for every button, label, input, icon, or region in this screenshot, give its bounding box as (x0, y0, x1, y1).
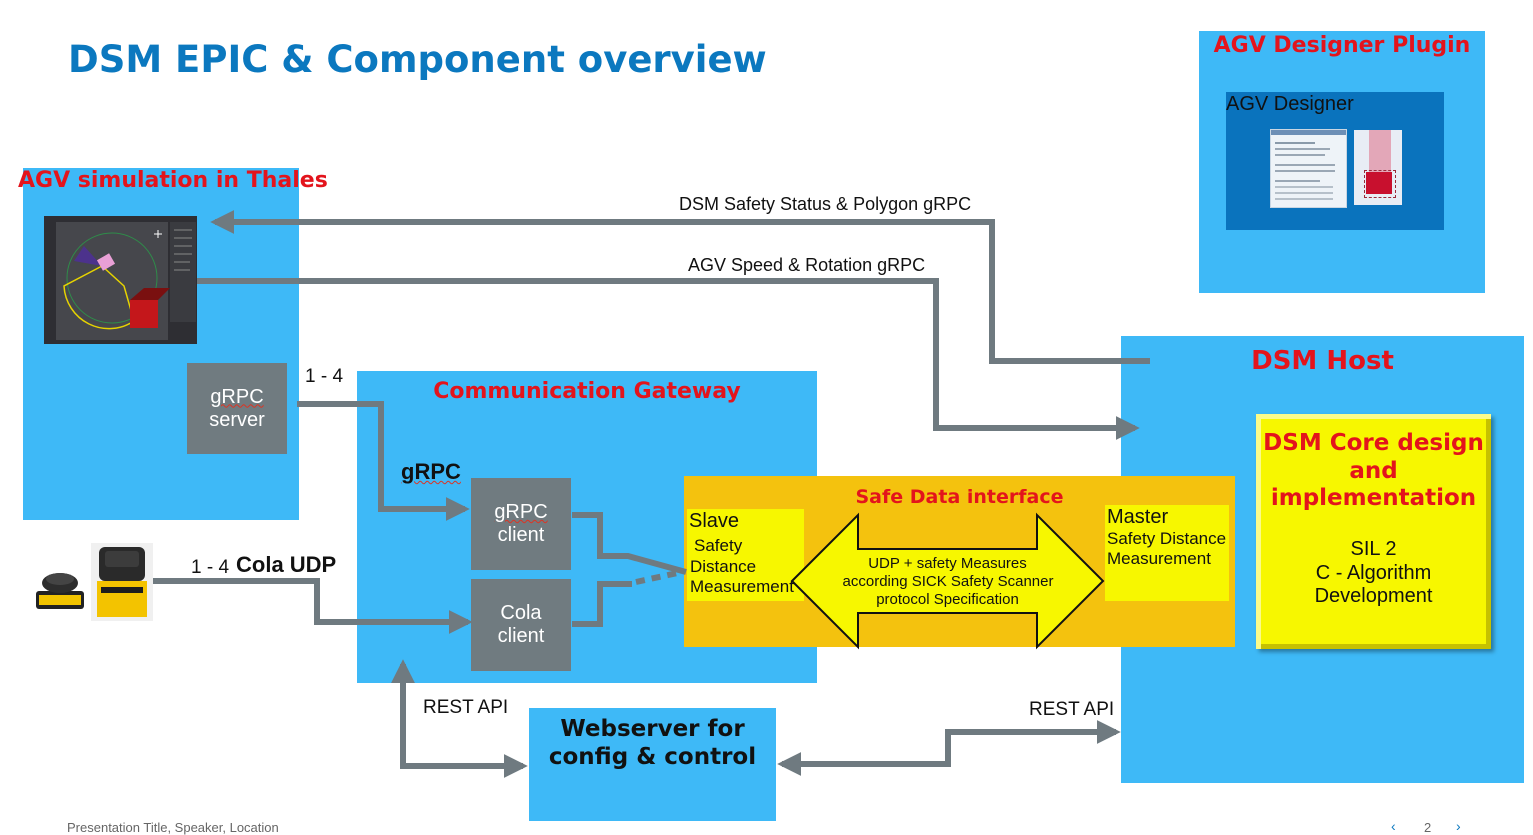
dsm-core-box (1256, 414, 1491, 649)
cola-client-to-slave-line (572, 581, 632, 627)
safety-status-label: DSM Safety Status & Polygon gRPC (679, 194, 971, 215)
cola-count-label: 1 - 4 (191, 557, 230, 578)
speed-rotation-arrow (197, 278, 1140, 440)
grpc-server-box: gRPC server (187, 363, 287, 454)
dsm-core-text-3: Development (1314, 585, 1433, 607)
dsm-core-text-2: C - Algorithm (1315, 562, 1432, 584)
master-box (1105, 505, 1229, 601)
footer-text: Presentation Title, Speaker, Location (67, 820, 279, 835)
udp-double-arrow (790, 512, 1105, 650)
rest-api-right-label: REST API (1029, 699, 1115, 720)
agv-simulation-title: AGV simulation in Thales (18, 168, 328, 193)
webserver-box (529, 708, 776, 821)
safety-scanner-small-photo (33, 569, 88, 613)
agv-simulation-title-text: AGV simulation in Thales (18, 168, 328, 193)
cola-client-label-2: client (497, 625, 545, 647)
udp-arrow-text-2: according SICK Safety Scanner (842, 573, 1054, 590)
slave-title: Slave (689, 510, 740, 532)
grpc-client-box: gRPC client (471, 478, 571, 570)
grpc-label: gRPC (401, 459, 461, 484)
udp-arrow-text-1: UDP + safety Measures (868, 555, 1027, 572)
slave-text-1: Safety (694, 536, 743, 555)
rest-api-left-arrow (391, 659, 528, 778)
webserver-label-2: config & control (548, 744, 757, 770)
cola-client-box: Cola client (471, 579, 571, 671)
speed-rotation-label-text: AGV Speed & Rotation gRPC (688, 255, 926, 275)
grpc-client-to-slave-line (572, 512, 687, 575)
webserver-label-1: Webserver for (560, 716, 745, 742)
grpc-client-label-1: gRPC (494, 501, 548, 523)
speed-rotation-label: AGV Speed & Rotation gRPC (688, 255, 925, 276)
cola-client-dotted-line (635, 569, 683, 585)
dsm-core-title-2: and (1349, 458, 1398, 484)
dsm-host-title: DSM Host (1251, 346, 1394, 376)
agv-designer-label: AGV Designer (1226, 93, 1354, 115)
safe-data-interface-title: Safe Data interface (855, 486, 1064, 508)
rest-api-left-label: REST API (423, 697, 509, 718)
slave-box (687, 509, 804, 601)
slave-text-3: Measurement (690, 577, 794, 596)
grpc-server-label-2: server (209, 408, 265, 431)
slide-title: DSM EPIC & Component overview (68, 38, 767, 81)
chevron-left-icon[interactable]: ‹ (1391, 818, 1396, 834)
slave-text-2: Distance (690, 557, 757, 576)
thales-simulation-screenshot (44, 216, 197, 344)
safety-status-arrow (210, 210, 1150, 364)
dsm-core-title-1: DSM Core design (1263, 430, 1484, 456)
cola-udp-arrow (153, 578, 473, 634)
cola-udp-label: Cola UDP (236, 552, 337, 577)
agv-designer-config-screenshot (1270, 129, 1347, 208)
simulation-scene (44, 216, 197, 344)
safety-status-label-text: DSM Safety Status & Polygon gRPC (679, 194, 972, 214)
master-title: Master (1107, 506, 1169, 528)
agv-designer-field-screenshot (1354, 130, 1402, 205)
rest-api-right-arrow (777, 720, 1121, 776)
cola-client-label-1: Cola (500, 602, 542, 624)
grpc-client-label-2: client (497, 524, 545, 546)
grpc-link-arrow (297, 401, 470, 521)
agv-designer-plugin-title: AGV Designer Plugin (1213, 33, 1471, 58)
master-text-2: Measurement (1107, 549, 1211, 568)
dsm-core-title-3: implementation (1270, 485, 1477, 511)
chevron-right-icon[interactable]: › (1456, 818, 1461, 834)
udp-arrow-text-3: protocol Specification (876, 591, 1019, 608)
page-number: 2 (1424, 820, 1432, 835)
communication-gateway-title: Communication Gateway (433, 379, 741, 404)
dsm-core-text-1: SIL 2 (1350, 538, 1397, 560)
safety-scanner-large-photo (91, 543, 153, 621)
grpc-server-label-1: gRPC (210, 385, 264, 408)
grpc-count-label: 1 - 4 (305, 366, 344, 387)
master-text-1: Safety Distance (1107, 529, 1227, 548)
